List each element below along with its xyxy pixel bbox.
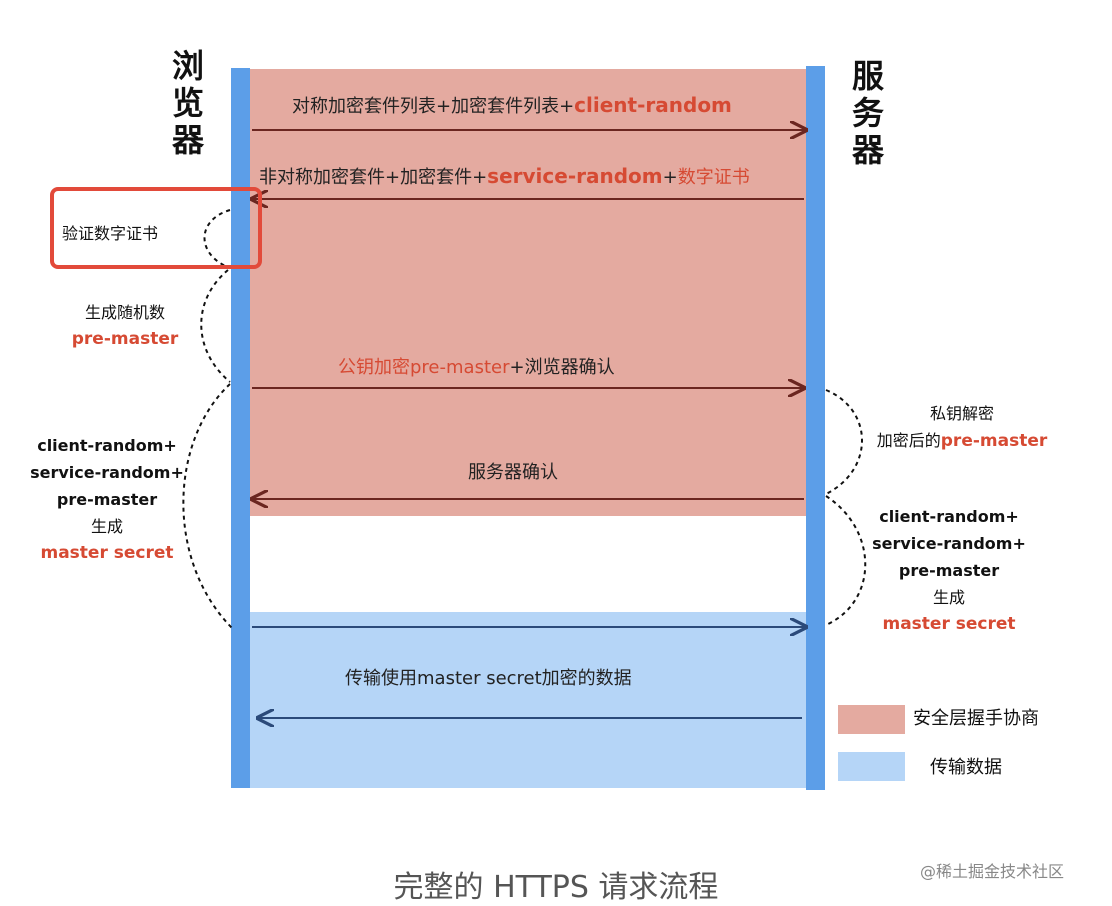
message-text: +浏览器确认: [509, 357, 615, 378]
note-highlight: pre-master: [71, 329, 179, 349]
note-highlight: pre-master: [940, 431, 1048, 451]
legend-label-handshake: 安全层握手协商: [913, 708, 1039, 729]
dashed-curve-gen-master-browser: [182, 383, 233, 629]
message-client-hello: 对称加密套件列表+加密套件列表+client-random: [292, 92, 732, 118]
legend-swatch-handshake: [838, 705, 905, 734]
note-highlight: master secret: [882, 614, 1016, 634]
verify-cert-highlight: [50, 187, 262, 269]
legend-label-transfer: 传输数据: [930, 757, 1002, 778]
handshake-zone: [250, 69, 806, 516]
server-note-gen-master: client-random+ service-random+ pre-maste…: [864, 503, 1034, 638]
dashed-curve-decrypt: [825, 389, 863, 495]
browser-title: 浏览器: [171, 47, 204, 159]
note-line: 生成: [932, 588, 965, 607]
transfer-zone: [250, 612, 806, 788]
message-server-confirm: 服务器确认: [468, 458, 558, 484]
note-line: 生成: [90, 517, 123, 536]
dashed-curve-gen-random: [200, 269, 231, 383]
watermark: @稀土掘金技术社区: [920, 862, 1065, 881]
message-text: 传输使用master secret加密的数据: [345, 668, 632, 689]
server-lifeline: [806, 66, 825, 790]
figure-caption: 完整的 HTTPS 请求流程: [393, 870, 719, 905]
browser-note-gen-master: client-random+ service-random+ pre-maste…: [22, 432, 192, 567]
message-text: +: [662, 167, 678, 188]
server-note-decrypt: 私钥解密 加密后的pre-master: [862, 400, 1062, 455]
note-line: 加密后的: [876, 431, 941, 450]
dashed-curve-gen-master-server: [825, 495, 867, 625]
message-text: 对称加密套件列表+加密套件列表+: [292, 96, 575, 117]
message-pre-master: 公钥加密pre-master+浏览器确认: [338, 353, 615, 379]
client-random-label: client-random: [574, 93, 732, 117]
note-line: client-random+: [879, 507, 1019, 526]
note-line: 私钥解密: [929, 404, 994, 423]
certificate-label: 数字证书: [677, 167, 750, 188]
note-line: service-random+: [30, 463, 184, 482]
note-line: client-random+: [37, 436, 177, 455]
service-random-label: service-random: [487, 164, 663, 188]
note-line: service-random+: [872, 534, 1026, 553]
message-data-transfer: 传输使用master secret加密的数据: [345, 664, 632, 690]
server-title: 服务器: [851, 57, 884, 169]
note-highlight: master secret: [40, 543, 174, 563]
pre-master-label: 公钥加密pre-master: [338, 357, 510, 378]
message-text: 非对称加密套件+加密套件+: [259, 167, 488, 188]
legend-swatch-transfer: [838, 752, 905, 781]
browser-lifeline: [231, 68, 250, 788]
browser-note-gen-random: 生成随机数 pre-master: [52, 299, 198, 353]
note-line: pre-master: [898, 561, 1000, 580]
message-text: 服务器确认: [468, 462, 558, 483]
note-line: 生成随机数: [84, 303, 165, 322]
verify-cert-label: 验证数字证书: [62, 224, 159, 243]
dashed-curve-verify: [203, 209, 231, 269]
message-server-hello: 非对称加密套件+加密套件+service-random+数字证书: [259, 163, 750, 189]
note-line: pre-master: [56, 490, 158, 509]
